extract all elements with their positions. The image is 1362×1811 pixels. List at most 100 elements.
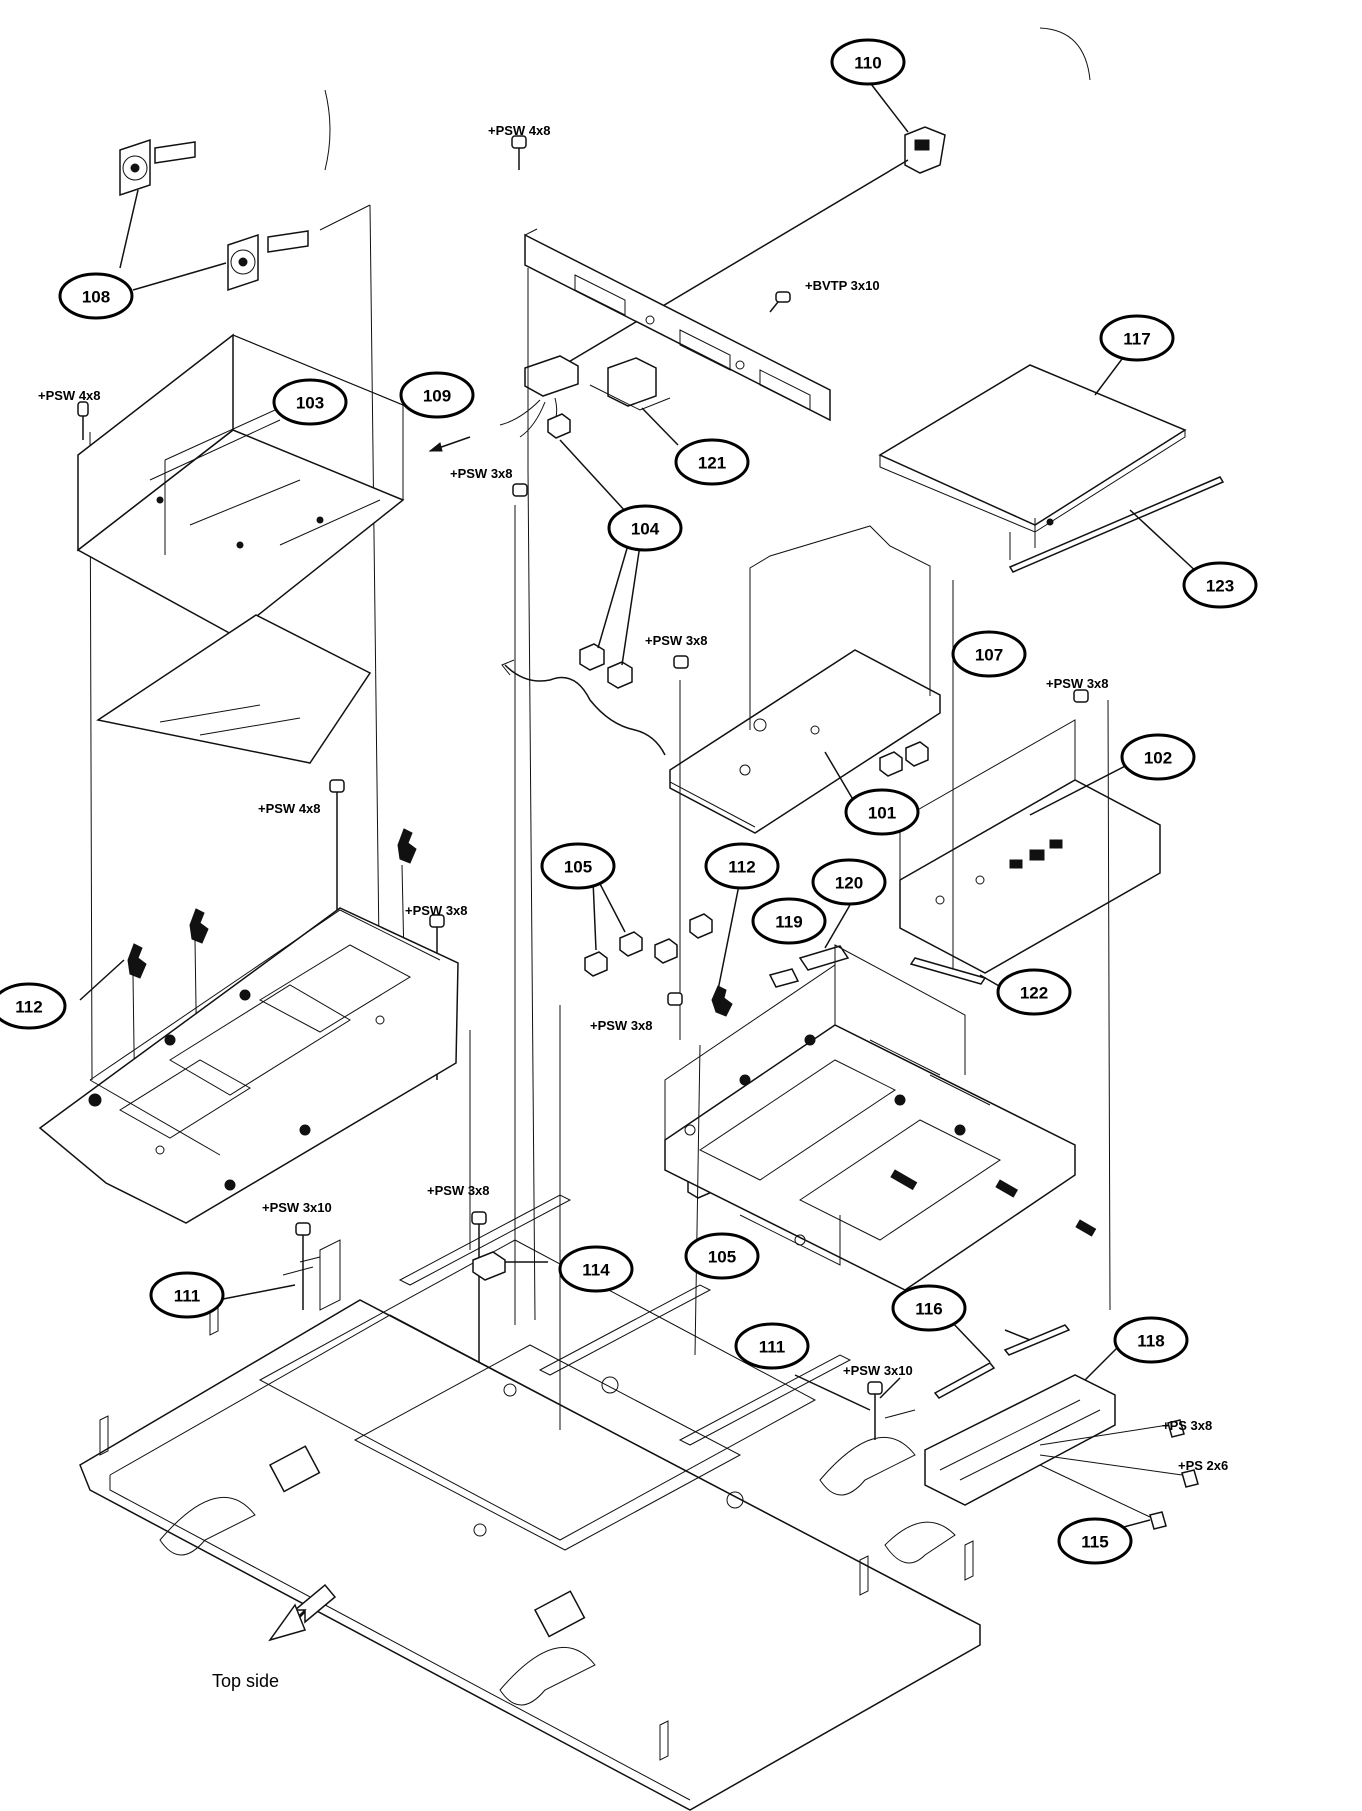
part-116 [933,1319,1071,1399]
callout-bubble [1099,314,1175,362]
callout-bubble [399,371,475,419]
callout-119: 119 [751,897,827,945]
screw-stems [295,135,1089,1440]
callout-number: 101 [868,804,896,823]
callout-number: 111 [174,1287,201,1306]
callout-number: 122 [1020,984,1048,1003]
callout-number: 114 [582,1261,610,1280]
callout-116: 116 [891,1284,967,1332]
callout-bubble [951,630,1027,678]
screw-spec-label: +PSW 3x8 [450,466,513,481]
callout-108: 108 [58,272,134,320]
insulating-sheet [96,614,372,764]
callout-112: 112 [704,842,780,890]
callout-120: 120 [811,858,887,906]
screw-label-layer: +PSW 4x8 +BVTP 3x10 +PSW 4x8 +PSW 3x8 +PSW 3… [38,123,1228,1473]
callout-bubble [1057,1517,1133,1565]
screw-spec-label: +PS 2x6 [1178,1458,1228,1473]
callout-number: 115 [1081,1533,1108,1552]
guide-line [527,469,536,1321]
part-121 [589,357,679,446]
callout-number: 120 [835,874,863,893]
callout-number: 104 [631,520,660,539]
stray-mark [324,89,331,171]
callout-bubble [0,982,67,1030]
part-104 [547,413,641,689]
part-123 [1008,476,1225,576]
callout-104: 104 [607,504,683,552]
callout-number: 105 [708,1248,736,1267]
part-112-center [711,879,741,1017]
callout-bubble [891,1284,967,1332]
callout-bubble [674,438,750,486]
callout-102: 102 [1120,733,1196,781]
part-110 [529,79,946,386]
callout-bubble [607,504,683,552]
screw-spec-label: +PSW 3x8 [645,633,708,648]
callout-bubble [1120,733,1196,781]
callout-number: 103 [296,394,324,413]
chassis-center [664,944,1097,1291]
part-109 [428,355,579,452]
callout-number: 105 [564,858,592,877]
callout-114: 114 [558,1245,634,1293]
part-108 [119,138,309,292]
screw-spec-label: +PSW 3x8 [590,1018,653,1033]
callout-number: 109 [423,387,451,406]
screw-spec-label: +PSW 3x10 [843,1363,913,1378]
part-118 [924,1344,1121,1506]
callout-layer: 110 108 109 121 117 123 103 104 107 102 101 105 112 1… [0,38,1258,1565]
sheet-mark [159,704,261,723]
callout-number: 123 [1206,577,1234,596]
callout-107: 107 [951,630,1027,678]
screw-spec-label: +PSW 4x8 [38,388,101,403]
bvtp-screw [769,291,791,313]
guide-line [319,204,371,231]
callout-bubble [811,858,887,906]
part-102 [899,719,1161,974]
callout-101: 101 [844,788,920,836]
top-side-label: Top side [212,1671,279,1691]
callout-bubble [844,788,920,836]
callout-105: 105 [540,842,616,890]
callout-number: 117 [1123,330,1150,349]
callout-number: 121 [698,454,726,473]
main-frame [79,1005,981,1811]
part-120 [798,904,851,971]
callout-number: 111 [759,1338,786,1357]
callout-bubble [540,842,616,890]
screw-spec-label: +PSW 4x8 [258,801,321,816]
part-119 [768,968,800,988]
callout-bubble [996,968,1072,1016]
screw-spec-label: +PSW 4x8 [488,123,551,138]
callout-bubble [684,1232,760,1280]
callout-111: 111 [734,1322,810,1370]
callout-122: 122 [996,968,1072,1016]
callout-115: 115 [1057,1517,1133,1565]
callout-118: 118 [1113,1316,1189,1364]
callout-123: 123 [1182,561,1258,609]
screw-spec-label: +PSW 3x10 [262,1200,332,1215]
rear-bracket [524,228,831,470]
callout-number: 108 [82,288,110,307]
stray-mark [1039,27,1091,81]
callout-number: 112 [15,998,42,1017]
screw-spec-label: +PS 3x8 [1162,1418,1212,1433]
callout-bubble [751,897,827,945]
callout-number: 110 [854,54,881,73]
guide-line [369,204,381,1031]
callout-110: 110 [830,38,906,86]
callout-number: 107 [975,646,1003,665]
callout-bubble [149,1271,225,1319]
screw-spec-label: +BVTP 3x10 [805,278,880,293]
callout-121: 121 [674,438,750,486]
callout-number: 112 [728,858,755,877]
callout-number: 119 [775,913,802,932]
callout-bubble [272,378,348,426]
callout-105: 105 [684,1232,760,1280]
callout-bubble [734,1322,810,1370]
guide-line [1107,699,1111,1311]
callout-bubble [558,1245,634,1293]
